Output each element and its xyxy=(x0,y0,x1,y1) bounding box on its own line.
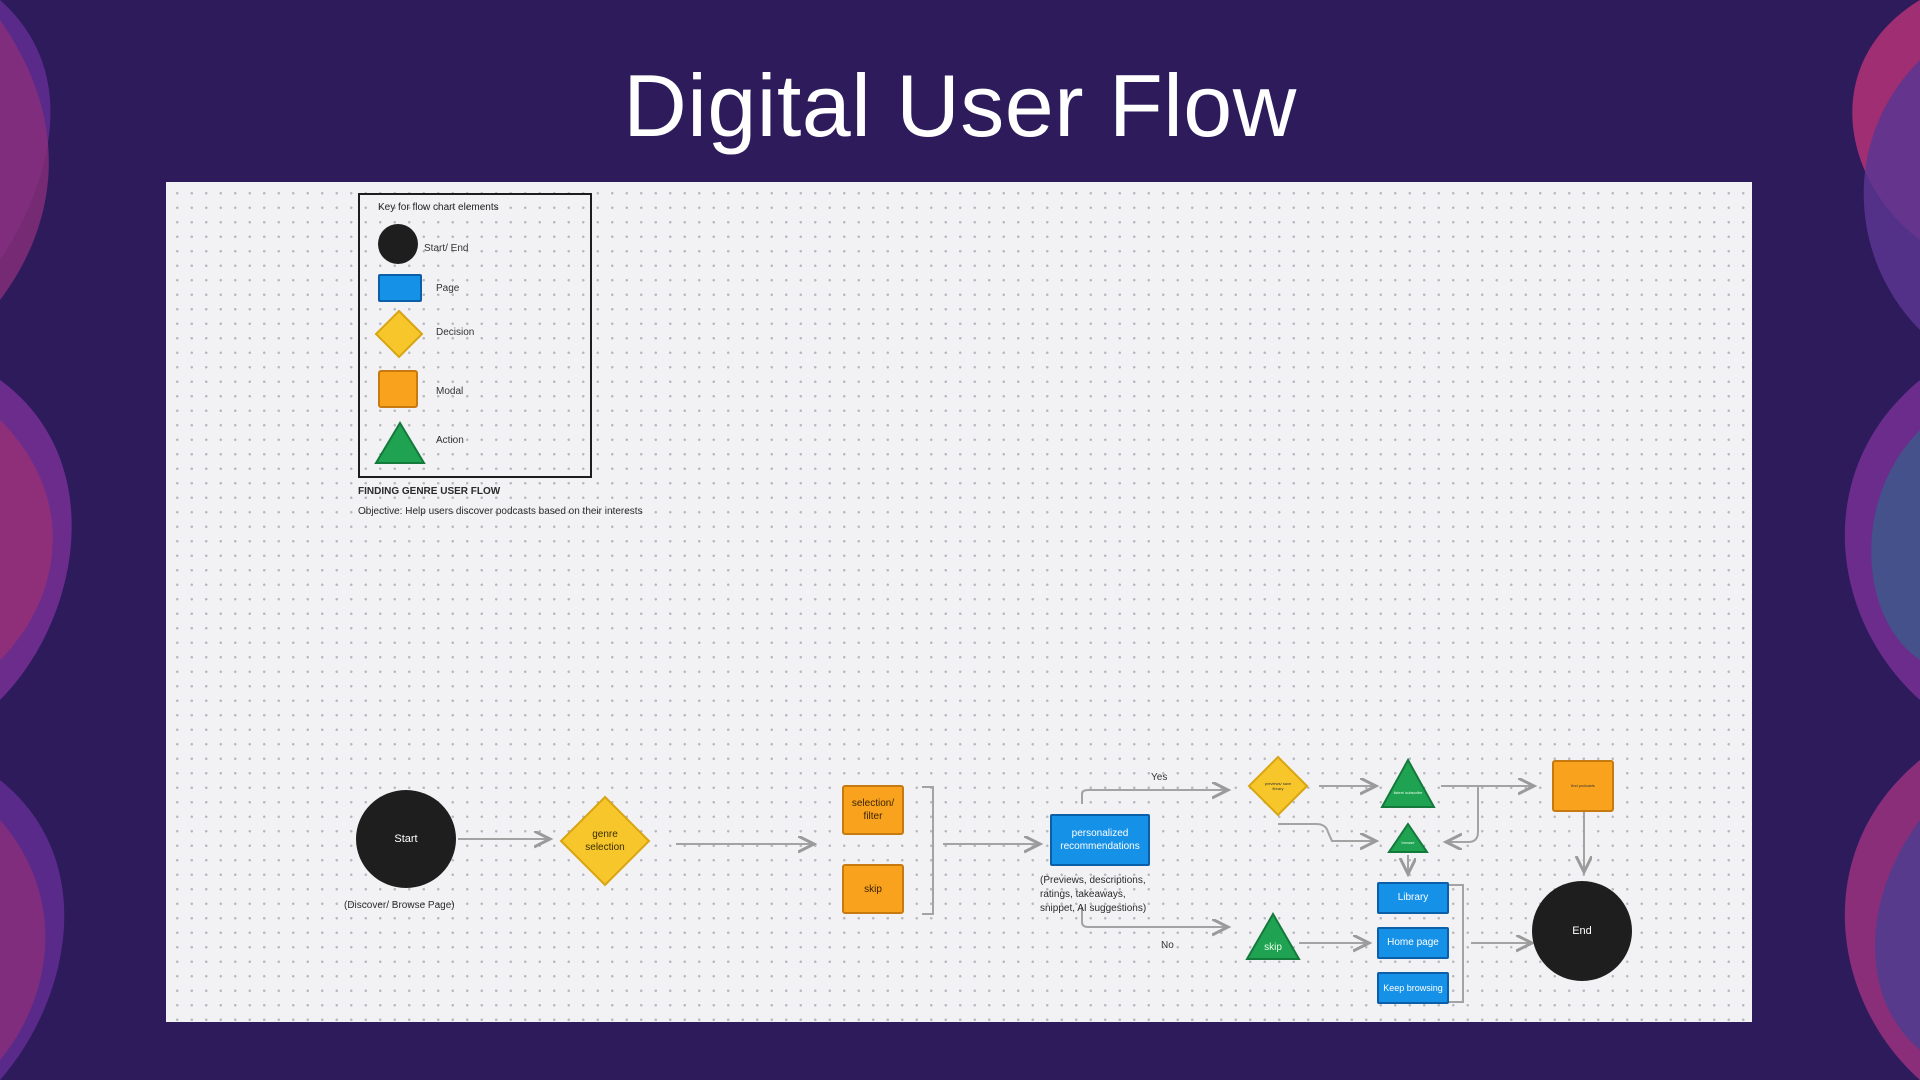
key-label-action: Action xyxy=(436,435,464,446)
action-triangle-skip xyxy=(1245,912,1301,960)
flow-heading: FINDING GENRE USER FLOW xyxy=(358,486,501,497)
key-triangle-icon xyxy=(374,421,426,464)
action-top-label: listen/ subscribe xyxy=(1393,790,1423,796)
edge-yes xyxy=(1081,790,1228,804)
library-page: Library xyxy=(1377,882,1449,914)
flow-connectors xyxy=(458,755,1752,1003)
edge-no xyxy=(1081,907,1228,927)
skip-modal: skip xyxy=(842,864,904,914)
bracket-pages xyxy=(1447,884,1464,1003)
genre-selection-label: genre selection xyxy=(585,829,625,853)
edge-feedback xyxy=(1446,786,1479,842)
start-node: Start xyxy=(356,790,456,888)
keep-browsing-page: Keep browsing xyxy=(1377,972,1449,1004)
action-mid-label: browse xyxy=(1401,840,1415,846)
decision-diamond-small xyxy=(1247,755,1309,817)
home-page: Home page xyxy=(1377,927,1449,959)
key-label-modal: Modal xyxy=(436,386,464,397)
genre-selection-diamond xyxy=(559,795,651,887)
find-podcasts-modal: find podcasts xyxy=(1552,760,1614,812)
key-square-icon xyxy=(378,370,418,408)
flowchart-canvas: Key for flow chart elements Start/ End P… xyxy=(166,182,1752,1022)
yes-label: Yes xyxy=(1151,772,1168,783)
selection-filter-modal: selection/ filter xyxy=(842,785,904,835)
edge-decision-browse xyxy=(1278,823,1376,841)
key-diamond-icon xyxy=(374,309,424,359)
personalized-note: (Previews, descriptions, ratings, takeaw… xyxy=(1040,875,1147,914)
flow-objective: Objective: Help users discover podcasts … xyxy=(358,506,643,517)
decision-small-label: previews/ save library xyxy=(1264,780,1292,791)
key-label-start-end: Start/ End xyxy=(424,243,469,254)
key-circle-icon xyxy=(378,224,418,264)
key-label-page: Page xyxy=(436,283,460,294)
left-decorative-swirl xyxy=(0,0,72,1080)
find-podcasts-label: find podcasts xyxy=(1571,783,1595,789)
right-decorative-swirl xyxy=(1844,0,1920,1080)
action-triangle-top xyxy=(1380,757,1436,808)
key-title: Key for flow chart elements xyxy=(378,202,499,213)
end-node: End xyxy=(1532,881,1632,981)
personalized-recommendations-page: personalized recommendations xyxy=(1050,814,1150,866)
flowchart-key: Key for flow chart elements Start/ End P… xyxy=(358,193,592,478)
bracket-selection xyxy=(922,786,934,915)
action-triangle-mid xyxy=(1387,822,1429,853)
key-label-decision: Decision xyxy=(436,327,475,338)
slide-title: Digital User Flow xyxy=(623,56,1297,155)
start-note: (Discover/ Browse Page) xyxy=(344,900,455,911)
action-skip-label: skip xyxy=(1264,941,1282,953)
no-label: No xyxy=(1161,940,1174,951)
key-rectangle-icon xyxy=(378,274,422,302)
